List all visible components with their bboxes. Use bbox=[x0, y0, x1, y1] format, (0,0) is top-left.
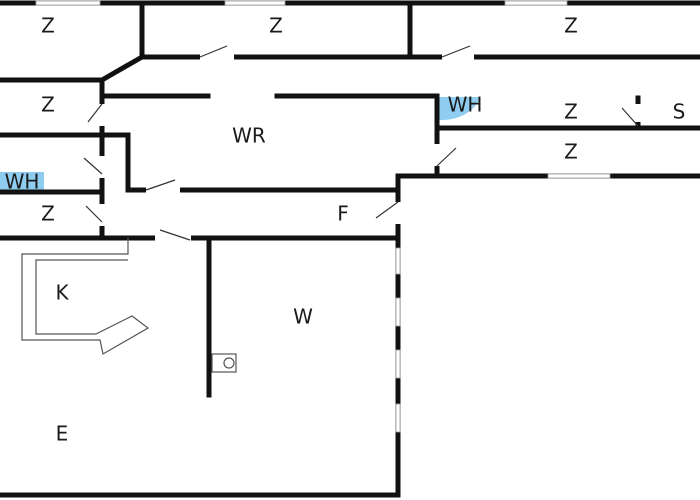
appliance-fixture bbox=[211, 353, 237, 373]
water-heater-fixture-right bbox=[437, 97, 480, 121]
room-label-s: S bbox=[673, 100, 686, 124]
interior-walls bbox=[0, 0, 700, 398]
water-heater-fixture-left bbox=[0, 172, 44, 192]
room-label-z-left-lower: Z bbox=[41, 202, 55, 226]
room-label-z-left-upper: Z bbox=[41, 93, 55, 117]
room-label-wh-left: WH bbox=[5, 170, 40, 194]
windows bbox=[35, 0, 611, 433]
room-label-z-right-upper: Z bbox=[564, 100, 578, 124]
room-label-z-right-lower: Z bbox=[564, 140, 578, 164]
room-label-z-top-left: Z bbox=[41, 14, 55, 38]
room-label-z-top-right: Z bbox=[564, 14, 578, 38]
room-labels: Z Z Z Z WR WH Z S Z WH Z F K W E bbox=[5, 14, 686, 446]
room-label-k: K bbox=[55, 281, 69, 305]
doors bbox=[83, 45, 642, 242]
kitchen-counter bbox=[21, 238, 150, 355]
room-label-w: W bbox=[293, 305, 313, 329]
room-label-f: F bbox=[337, 202, 349, 226]
room-label-z-top-mid: Z bbox=[269, 14, 283, 38]
room-label-wr: WR bbox=[232, 124, 266, 148]
appliance-drum bbox=[223, 357, 235, 369]
room-label-e: E bbox=[56, 422, 69, 446]
room-label-wh-right: WH bbox=[448, 93, 483, 117]
